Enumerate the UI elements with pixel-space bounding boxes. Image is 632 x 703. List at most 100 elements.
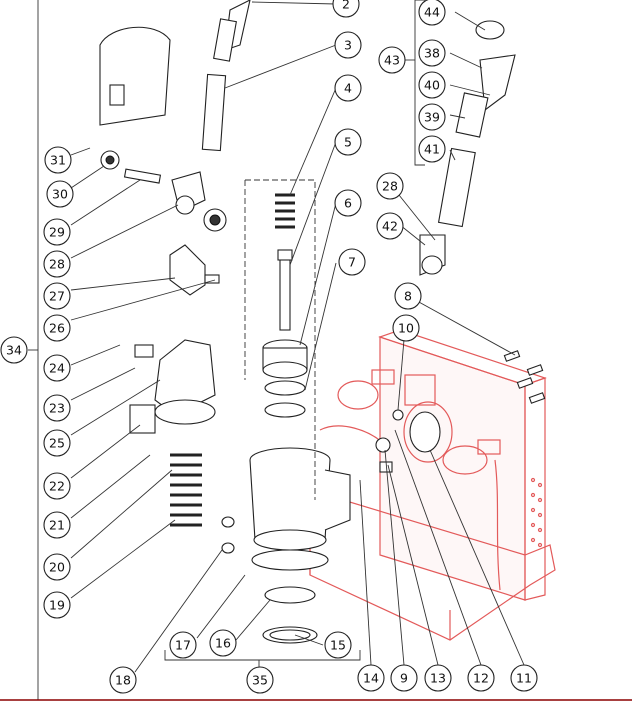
lever-handle <box>201 0 251 152</box>
callout-38: 38 <box>418 39 446 67</box>
callout-number: 25 <box>49 436 65 451</box>
callout-circle <box>334 189 362 217</box>
callout-circle <box>44 146 72 174</box>
callout-4: 4 <box>334 74 362 102</box>
callout-43: 43 <box>378 46 406 74</box>
callout-circle <box>43 282 71 310</box>
callout-29: 29 <box>43 218 71 246</box>
callout-number: 4 <box>344 81 352 96</box>
callout-circle <box>418 71 446 99</box>
vent-holes <box>530 477 543 548</box>
callout-26: 26 <box>43 314 71 342</box>
callout-number: 7 <box>348 255 356 270</box>
callout-circle <box>246 666 274 694</box>
group-head <box>129 339 216 434</box>
callout-circle <box>376 172 404 200</box>
callout-circle <box>324 631 352 659</box>
callout-number: 17 <box>175 638 191 653</box>
callout-circle <box>209 629 237 657</box>
callout-circle <box>334 31 362 59</box>
bearing-shaft <box>100 150 227 232</box>
callout-circle <box>418 103 446 131</box>
group-cylinder <box>249 447 351 644</box>
callout-20: 20 <box>43 553 71 581</box>
callout-circle <box>43 250 71 278</box>
callout-circle <box>332 0 360 18</box>
callout-circle <box>109 666 137 694</box>
callout-28: 28 <box>376 172 404 200</box>
callout-7: 7 <box>338 248 366 276</box>
callout-number: 23 <box>49 401 65 416</box>
callout-number: 2 <box>342 0 350 12</box>
callout-6: 6 <box>334 189 362 217</box>
callout-number: 11 <box>516 671 532 686</box>
callout-42: 42 <box>376 212 404 240</box>
o-ring-44 <box>475 20 505 40</box>
callout-circle <box>43 591 71 619</box>
callout-11: 11 <box>510 664 538 692</box>
callout-8: 8 <box>394 282 422 310</box>
callout-circle <box>510 664 538 692</box>
callout-14: 14 <box>357 664 385 692</box>
callout-circle <box>338 248 366 276</box>
assembly-dash-line <box>245 179 316 500</box>
callout-27: 27 <box>43 282 71 310</box>
callout-number: 15 <box>330 638 346 653</box>
callout-circle <box>394 282 422 310</box>
callout-number: 18 <box>115 673 131 688</box>
callout-25: 25 <box>43 429 71 457</box>
callout-24: 24 <box>43 354 71 382</box>
cover-housing <box>99 26 171 126</box>
callout-number: 26 <box>49 321 65 336</box>
callout-circle <box>46 180 74 208</box>
callout-circle <box>392 314 420 342</box>
callout-circle <box>0 336 28 364</box>
callout-number: 31 <box>50 153 66 168</box>
callout-number: 39 <box>424 110 440 125</box>
callout-circle <box>418 39 446 67</box>
filter-basket <box>264 586 316 604</box>
steam-wand <box>419 20 516 276</box>
callout-16: 16 <box>209 629 237 657</box>
callout-circle <box>43 429 71 457</box>
callout-13: 13 <box>424 664 452 692</box>
callout-circle <box>43 394 71 422</box>
callout-2: 2 <box>332 0 360 18</box>
callout-number: 42 <box>382 219 398 234</box>
callout-circle <box>169 631 197 659</box>
spring-20 <box>170 453 202 527</box>
callout-22: 22 <box>43 472 71 500</box>
callout-number: 6 <box>344 196 352 211</box>
callout-number: 34 <box>6 343 22 358</box>
callout-12: 12 <box>467 664 495 692</box>
callout-9: 9 <box>390 664 418 692</box>
callout-number: 12 <box>473 671 489 686</box>
callout-15: 15 <box>324 631 352 659</box>
callout-31: 31 <box>44 146 72 174</box>
callout-circle <box>43 314 71 342</box>
callout-35: 35 <box>246 666 274 694</box>
callout-circle <box>424 664 452 692</box>
callout-circle <box>43 511 71 539</box>
callout-number: 40 <box>424 78 440 93</box>
callout-5: 5 <box>334 128 362 156</box>
callout-number: 30 <box>52 187 68 202</box>
callout-circle <box>357 664 385 692</box>
callout-34: 34 <box>0 336 28 364</box>
callout-number: 20 <box>49 560 65 575</box>
callout-circle <box>43 553 71 581</box>
callout-circle <box>43 218 71 246</box>
callout-circle <box>43 472 71 500</box>
piston-stack <box>262 339 308 418</box>
callout-number: 44 <box>424 5 440 20</box>
callout-number: 13 <box>430 671 446 686</box>
callout-number: 19 <box>49 598 65 613</box>
callout-number: 35 <box>252 673 268 688</box>
callout-30: 30 <box>46 180 74 208</box>
callout-circle <box>418 0 446 26</box>
callout-number: 27 <box>49 289 65 304</box>
callout-number: 10 <box>398 321 414 336</box>
callout-number: 43 <box>384 53 400 68</box>
callout-number: 9 <box>400 671 408 686</box>
